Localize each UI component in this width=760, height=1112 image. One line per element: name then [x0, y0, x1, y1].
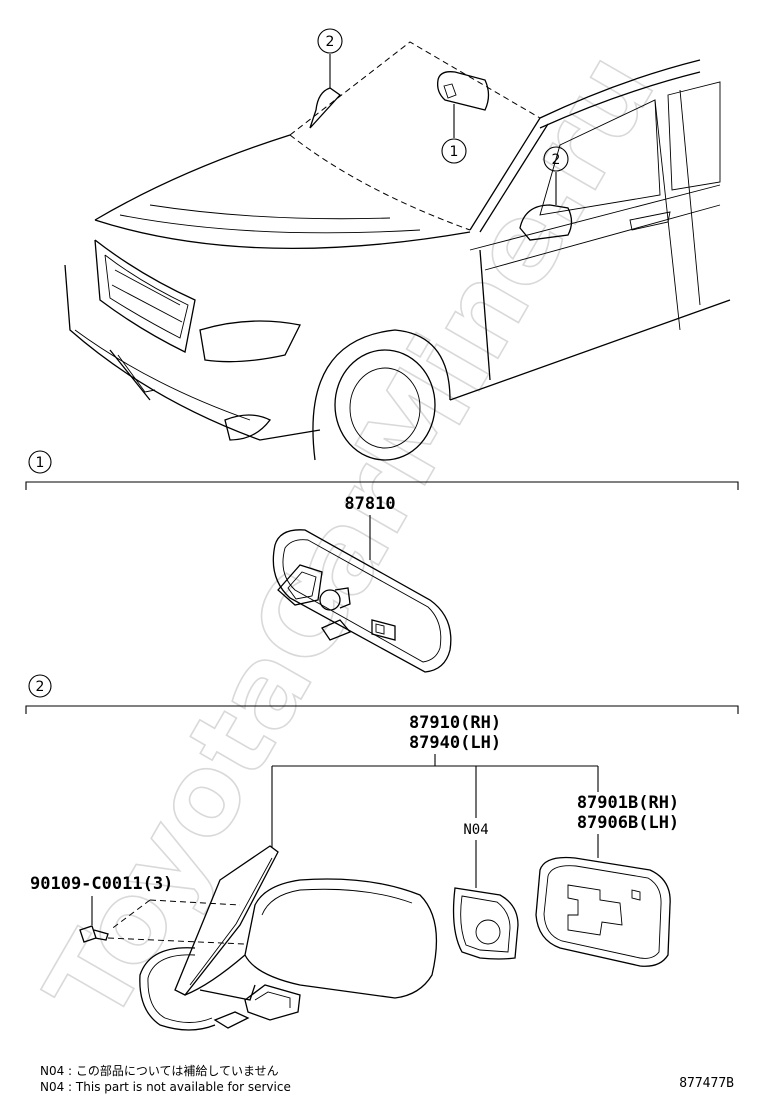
- note-english: N04 : This part is not available for ser…: [40, 1080, 291, 1094]
- callout-2-right: 2: [552, 152, 561, 168]
- part-number-inner-mirror: 87810: [344, 494, 395, 514]
- section-marker-circle: [28, 450, 52, 474]
- section-1: 1 87810: [25, 450, 739, 673]
- part-number-outer-mirror-rh: 87910(RH): [409, 713, 501, 733]
- callout-circle: [317, 28, 343, 54]
- screw-illustration: [79, 925, 109, 943]
- note-japanese: N04 : この部品については補給していません: [40, 1064, 279, 1078]
- outer-mirror-illustration: [139, 845, 438, 1031]
- part-number-outer-mirror-lh: 87940(LH): [409, 733, 501, 753]
- part-number-mirror-glass-rh: 87901B(RH): [577, 793, 679, 813]
- part-number-screw: 90109-C0011(3): [30, 874, 173, 894]
- mirror-holder-illustration: [452, 887, 519, 960]
- inner-mirror-illustration: [272, 529, 452, 673]
- section-2-marker: 2: [36, 679, 45, 695]
- car-overview-illustration: [64, 41, 731, 461]
- callout-1: 1: [450, 144, 459, 160]
- mirror-glass-illustration: [535, 856, 671, 967]
- part-number-mirror-glass-lh: 87906B(LH): [577, 813, 679, 833]
- overview-callouts: 2 1 2: [317, 28, 569, 205]
- section-2: 2 87910(RH) 87940(LH) N04 87901B(RH) 879…: [25, 674, 739, 1031]
- part-number-mirror-holder: N04: [463, 822, 488, 838]
- section-1-marker: 1: [36, 455, 45, 471]
- figure-id: 877477B: [679, 1076, 734, 1091]
- callout-2-left: 2: [326, 34, 335, 50]
